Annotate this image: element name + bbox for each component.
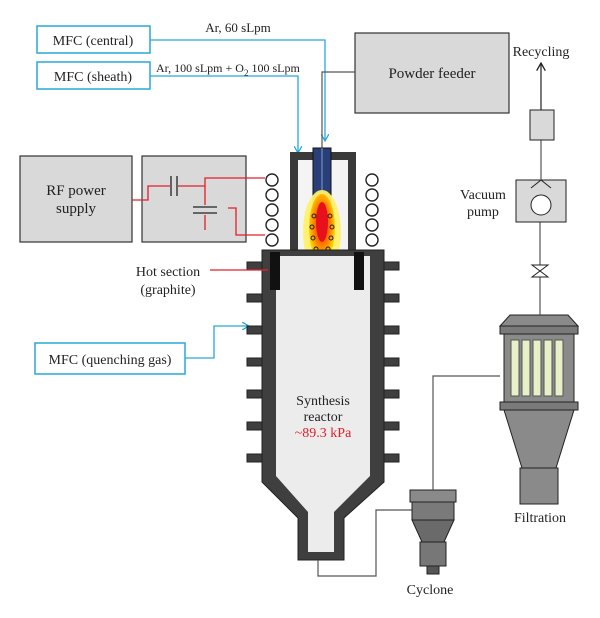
quench-gas-line [185, 326, 248, 359]
rf-power-label-1: RF power [46, 183, 106, 199]
mfc-quench-box: MFC (quenching gas) [34, 342, 186, 375]
reactor-name-1: Synthesis [296, 394, 350, 409]
cyclone-label: Cyclone [407, 583, 454, 598]
recycling-label: Recycling [513, 45, 570, 60]
sheath-gas-flow-label: Ar, 100 sLpm + O2 100 sLpm [156, 61, 300, 78]
rf-circuit [132, 176, 265, 236]
rf-power-supply: RF power supply [19, 155, 133, 243]
hot-section-label-2: (graphite) [140, 283, 196, 298]
vacuum-pump [515, 179, 567, 223]
sheath-gas-line [150, 75, 298, 152]
powder-feeder: Powder feeder [354, 32, 510, 114]
reactor-name-2: reactor [304, 410, 343, 425]
rf-power-label-2: supply [56, 201, 97, 217]
reactor-to-cyclone-pipe [317, 509, 412, 577]
mfc-sheath-box: MFC (sheath) [36, 61, 151, 90]
mfc-central-label: MFC (central) [53, 34, 134, 49]
cyclone [409, 489, 457, 575]
powder-feed-line [321, 71, 355, 150]
central-gas-flow-label: Ar, 60 sLpm [205, 20, 271, 35]
powder-feeder-label: Powder feeder [388, 66, 475, 82]
recycle-filter-box [529, 109, 555, 141]
vacuum-pump-label-2: pump [467, 205, 499, 220]
matching-network-box [141, 155, 247, 243]
induction-coil [265, 173, 379, 247]
mfc-central-box: MFC (central) [36, 25, 151, 54]
central-gas-line [150, 39, 325, 140]
hot-section-label-1: Hot section [136, 265, 200, 280]
filtration-label: Filtration [514, 511, 566, 526]
reactor-inner-chamber [276, 256, 370, 552]
valve-icon [530, 264, 550, 278]
mfc-sheath-label: MFC (sheath) [54, 70, 133, 85]
cyclone-to-filter-pipe [432, 375, 500, 490]
reactor-cooling-fins [246, 261, 400, 463]
hot-section-graphite [270, 252, 364, 290]
reactor-pressure: ~89.3 kPa [295, 426, 352, 441]
vacuum-pump-label-1: Vacuum [460, 188, 506, 203]
filtration-unit [498, 314, 580, 505]
mfc-quench-label: MFC (quenching gas) [49, 353, 172, 368]
